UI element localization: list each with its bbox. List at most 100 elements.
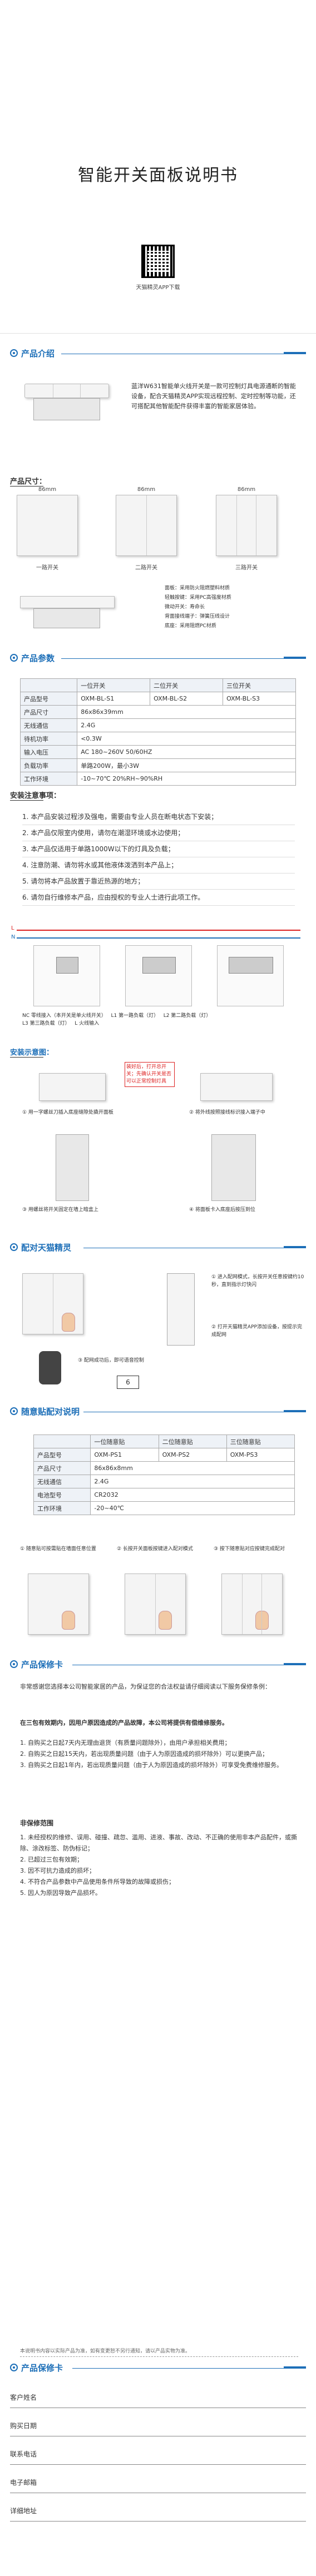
table-header: 一位随意贴 <box>90 1435 159 1448</box>
table-row: 一位随意贴 二位随意贴 三位随意贴 <box>33 1435 295 1448</box>
section-specs-header: 产品参数 <box>0 651 316 666</box>
exclusion-heading: 非保修范围 <box>20 1819 54 1827</box>
field-label: 购买日期 <box>10 2422 37 2430</box>
install-step: ③ 用螺丝将开关固定在墙上暗盒上 <box>22 1207 98 1213</box>
legend-item: 面板：采用防火阻燃塑料材质 <box>165 585 230 591</box>
section-title: 产品保修卡 <box>21 2363 63 2373</box>
switch-2gang <box>116 495 177 556</box>
table-cell: 工作环境 <box>33 1501 91 1515</box>
install-step: ④ 将面板卡入底座后按压到位 <box>189 1207 255 1213</box>
section-intro-header: 产品介绍 <box>0 346 316 361</box>
list-item: 4. 注意防潮、请勿将水或其他液体泼洒到本产品上； <box>22 857 295 873</box>
list-item: 3. 本产品仅适用于单路1000W以下的灯具及负载； <box>22 841 295 857</box>
spec-table: 一位开关 二位开关 三位开关 产品型号 OXM-BL-S1 OXM-BL-S2 … <box>19 678 296 786</box>
table-cell: 产品尺寸 <box>19 705 78 719</box>
list-item: 5. 请勿将本产品放置于靠近热源的地方； <box>22 873 295 890</box>
phone-icon <box>167 1273 195 1346</box>
size-heading: 产品尺寸： <box>10 475 46 487</box>
section-bullet-icon <box>10 654 18 662</box>
install-step1-img <box>39 1073 106 1101</box>
table-row: 负载功率单路200W，最小3W <box>19 758 296 772</box>
table-cell: 单路200W，最小3W <box>77 758 296 772</box>
section-title: 产品参数 <box>21 653 55 663</box>
remote-panel-1 <box>28 1574 89 1635</box>
wiring-switch-3 <box>217 945 284 1006</box>
table-cell: 待机功率 <box>19 732 78 746</box>
terminal-block <box>142 957 176 974</box>
table-cell: 86x86x39mm <box>77 705 296 719</box>
cover-title: 智能开关面板说明书 <box>78 166 238 185</box>
table-cell: OXM-PS2 <box>158 1448 227 1462</box>
section-divider <box>61 657 306 659</box>
hand-icon <box>62 1611 75 1630</box>
field-label: 电子邮箱 <box>10 2479 37 2486</box>
list-item: 2. 已超过三包有效期； <box>20 1856 83 1863</box>
section-pairing-header: 配对天猫精灵 <box>0 1240 316 1255</box>
safety-list: 1. 本产品安装过程涉及强电，需要由专业人员在断电状态下安装； 2. 本产品仅限… <box>22 809 295 906</box>
hand-icon <box>159 1611 172 1630</box>
form-field-date[interactable]: 购买日期 <box>10 2411 306 2436</box>
table-cell: OXM-BL-S1 <box>77 692 151 706</box>
table-cell: AC 180~260V 50/60HZ <box>77 745 296 759</box>
legend-item: 背面接线端子：弹簧压线设计 <box>165 614 230 619</box>
table-cell: <0.3W <box>77 732 296 746</box>
section-title: 配对天猫精灵 <box>21 1243 72 1253</box>
section-bullet-icon <box>10 349 18 357</box>
table-row: 工作环境-20~40℃ <box>33 1501 295 1515</box>
legend-item: NC 零线接入（本开关是单火线开关） <box>22 1013 106 1019</box>
remote-spec-table: 一位随意贴 二位随意贴 三位随意贴 产品型号 OXM-PS1 OXM-PS2 O… <box>33 1435 295 1515</box>
table-cell: OXM-BL-S3 <box>223 692 296 706</box>
pairing-switch-img <box>22 1273 83 1334</box>
list-item: 2. 本产品仅限室内使用，请勿在潮湿环境或水边使用； <box>22 825 295 841</box>
remote-step: ① 随意贴可按需贴在墙面任意位置 <box>20 1546 96 1552</box>
table-header <box>19 678 78 692</box>
table-header: 二位开关 <box>150 678 224 692</box>
form-field-address[interactable]: 详细地址 <box>10 2496 306 2522</box>
dim-label: 86mm <box>237 487 256 493</box>
table-cell: OXM-PS1 <box>90 1448 159 1462</box>
legend-item: L 火线输入 <box>75 1021 100 1026</box>
form-field-email[interactable]: 电子邮箱 <box>10 2468 306 2493</box>
switch-3gang-label: 三路开关 <box>235 565 258 571</box>
qr-code[interactable] <box>141 245 175 278</box>
install-step: ① 用一字螺丝刀插入底座缝隙处撬开面板 <box>22 1110 113 1115</box>
table-cell: OXM-PS3 <box>226 1448 295 1462</box>
remote-step: ③ 按下随意贴对应按键完成配对 <box>214 1546 285 1552</box>
list-item: 1. 未经授权的维修、误用、碰撞、疏忽、滥用、进液、事故、改动、不正确的使用非本… <box>20 1834 297 1852</box>
pairing-step: ② 打开天猫精灵APP添加设备，按提示完成配网 <box>211 1324 302 1338</box>
remote-panel-2 <box>125 1574 186 1635</box>
legend-item: 微动开关：寿命长 <box>165 604 205 610</box>
step-number: 6 <box>117 1376 139 1389</box>
table-row: 产品型号 OXM-PS1 OXM-PS2 OXM-PS3 <box>33 1448 295 1462</box>
live-wire <box>17 930 300 931</box>
switch-profile-base <box>33 608 100 628</box>
legend-item: 底座：采用阻燃PC材质 <box>165 623 216 629</box>
terminal-block <box>229 957 273 974</box>
wiring-legend: NC 零线接入（本开关是单火线开关） L1 第一路负载（灯） L2 第二路负载（… <box>22 1012 300 1028</box>
table-cell: 产品型号 <box>33 1448 91 1462</box>
smart-speaker-icon <box>39 1351 61 1384</box>
install-step2-img <box>200 1073 273 1101</box>
wiring-switch-2 <box>125 945 192 1006</box>
switch-1gang <box>17 495 78 556</box>
table-row: 待机功率<0.3W <box>19 732 296 746</box>
pairing-step: ③ 配网成功后，即可语音控制 <box>78 1358 144 1363</box>
warranty-intro: 非常感谢您选择本公司智能家居的产品，为保证您的合法权益请仔细阅读以下服务保修条例… <box>20 1683 271 1690</box>
hand-icon <box>255 1611 269 1630</box>
table-header: 三位开关 <box>223 678 296 692</box>
warranty-list: 1. 自购买之日起7天内无理由退货（有质量问题除外），由用户承担相关费用； 2.… <box>20 1738 298 1771</box>
wiring-switch-1 <box>33 945 100 1006</box>
table-header: 一位开关 <box>77 678 151 692</box>
table-row: 工作环境-10~70℃ 20%RH~90%RH <box>19 772 296 786</box>
list-item: 3. 自购买之日起1年内，若出现质量问题（由于人为原因造成的损坏除外）可享受免费… <box>20 1761 283 1769</box>
warranty-lead: 在三包有效期内，因用户原因造成的产品故障，本公司将提供有偿维修服务。 <box>20 1719 228 1726</box>
form-field-phone[interactable]: 联系电话 <box>10 2439 306 2465</box>
form-field-name[interactable]: 客户姓名 <box>10 2383 306 2408</box>
